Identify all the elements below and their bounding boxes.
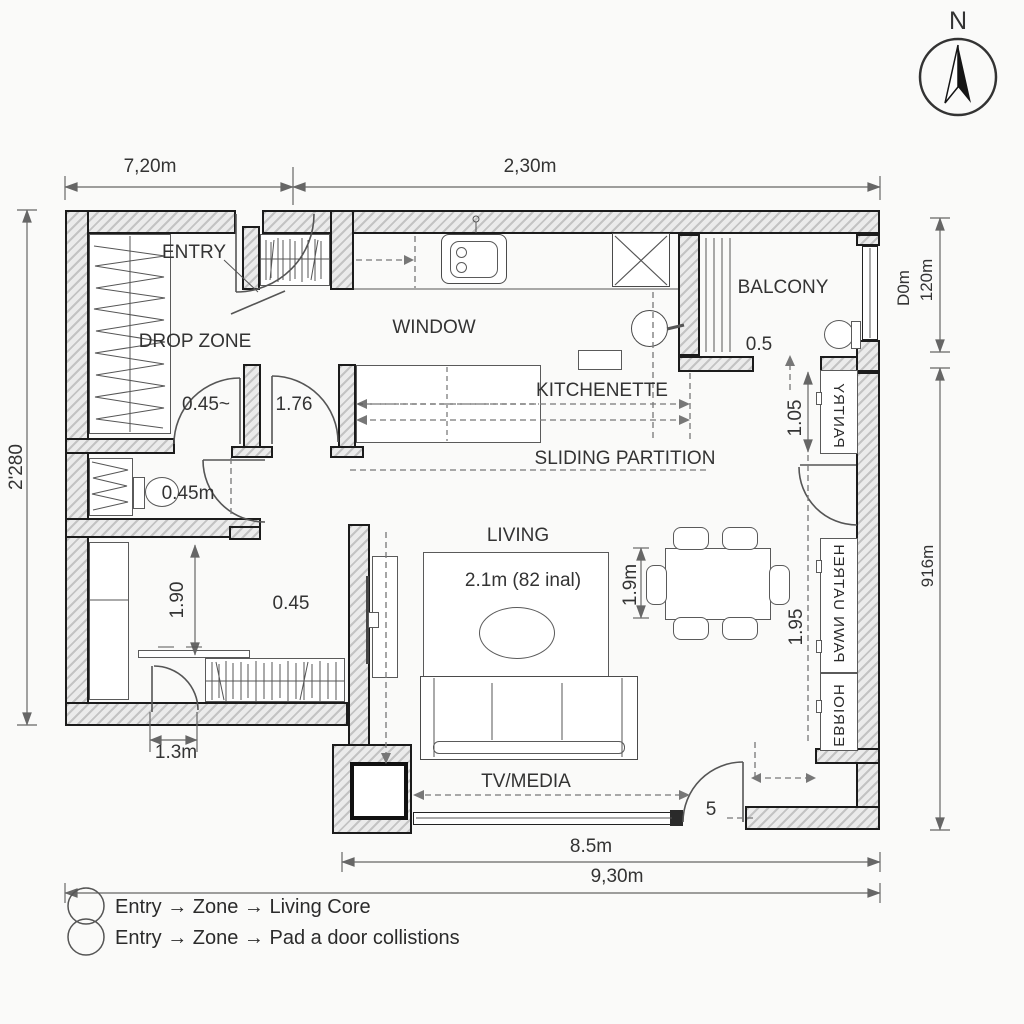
balcony-toilet-tank (851, 321, 861, 349)
room-kitchenette: KITCHENETTE (536, 380, 668, 401)
dim-bottom-inner: 8.5m (569, 836, 613, 857)
dining-chair-right (769, 565, 790, 605)
meas-closet-door: 1.3m (154, 742, 198, 763)
wc-toilet-bowl (145, 477, 179, 507)
dim-right-balcony-inner: D0m (894, 270, 913, 306)
wall-bottom-left-room (65, 702, 348, 726)
wall-top-right (262, 210, 880, 234)
wall-island-stub-foot (330, 446, 364, 458)
wall-island-stub (338, 364, 356, 448)
dim-bottom-outer: 9,30m (590, 866, 644, 887)
lowleft-counter (89, 542, 129, 700)
wall-top-left (65, 210, 236, 234)
dim-top-right: 2,30m (503, 156, 557, 177)
tv-mount (368, 612, 379, 628)
balcony-window (862, 246, 878, 340)
cabinet-tick-1 (816, 392, 822, 405)
meas-balcony-depth: 0.5 (745, 334, 773, 355)
wall-coat-closet-left (242, 226, 260, 290)
cabinet-right-upper-label: PAWN UATREH (830, 543, 847, 663)
bottom-window (413, 812, 675, 825)
lowleft-wardrobe (205, 658, 345, 702)
coat-closet (260, 234, 330, 286)
dishwasher (578, 350, 622, 370)
room-tv-media: TV/MEDIA (481, 771, 571, 792)
tv-panel (366, 576, 369, 664)
wall-left (65, 210, 89, 726)
legend-item-1: Entry → Zone → Living Core (115, 896, 371, 918)
sofa-front-cushion (433, 741, 625, 754)
window-end-block (670, 810, 683, 826)
right-cabinet-upper (820, 538, 858, 673)
dining-chair-top-2 (722, 527, 758, 550)
north-label: N (948, 7, 968, 35)
cabinet-tick-3 (816, 640, 822, 653)
room-balcony: BALCONY (737, 277, 829, 298)
dim-right-balcony-outer: 120m (917, 258, 936, 302)
wall-hall-pier-foot (231, 446, 273, 458)
room-living: LIVING (486, 525, 550, 546)
wall-kitchen-left (330, 210, 354, 290)
wall-balcony-divider (678, 234, 700, 356)
dining-chair-bottom-2 (722, 617, 758, 640)
balcony-toilet-bowl (824, 320, 854, 349)
column-pillar (350, 762, 408, 820)
meas-entry-hall-door: 0.45~ (181, 394, 231, 415)
coffee-table (479, 607, 555, 659)
meas-door-swing: 5 (705, 799, 717, 820)
round-basin (631, 310, 668, 347)
dining-table (665, 548, 771, 620)
meas-dining-table: 1.9m (620, 563, 641, 607)
wall-wc-step (229, 526, 261, 540)
dining-chair-left (646, 565, 667, 605)
wall-dropzone-bottom (65, 438, 175, 454)
compass-rose (918, 37, 998, 117)
dim-top-left: 7,20m (123, 156, 177, 177)
room-entry: ENTRY (161, 242, 227, 263)
meas-cabinet-run: 1.95 (786, 608, 807, 646)
kitchen-sink-basin (450, 241, 498, 278)
cabinet-tick-4 (816, 700, 822, 713)
wall-right-top-corner (856, 234, 880, 246)
dining-chair-top-1 (673, 527, 709, 550)
wall-balcony-bottom-left (678, 356, 754, 372)
sink-knob-2 (456, 262, 467, 273)
cabinet-right-lower-label: EBRIOH (830, 683, 847, 747)
meas-wc-door: 0.45m (161, 483, 215, 504)
cabinet-pantry-label: PANTRY (830, 382, 847, 448)
meas-pantry-width: 1.05 (785, 399, 806, 437)
wc-closet (89, 458, 133, 516)
stove (612, 233, 670, 287)
legend-item-2: Entry → Zone → Pad a door collistions (115, 927, 460, 949)
room-drop-zone: DROP ZONE (138, 331, 252, 352)
legend-circles (67, 887, 105, 956)
lowleft-shelf (138, 650, 250, 658)
wall-bottom-right (745, 806, 880, 830)
room-window: WINDOW (392, 317, 476, 338)
dim-right-side: 916m (918, 544, 937, 588)
meas-wardrobe-depth: 0.45 (272, 593, 310, 614)
dining-chair-bottom-1 (673, 617, 709, 640)
cabinet-tick-2 (816, 560, 822, 573)
kitchen-island (356, 365, 541, 443)
meas-rug: 2.1m (82 inal) (464, 570, 582, 591)
dim-left-side: 2'280 (6, 444, 27, 490)
sink-knob-1 (456, 247, 467, 258)
meas-closet-clearance: 1.90 (167, 581, 188, 619)
room-sliding-partition: SLIDING PARTITION (534, 448, 716, 469)
wc-toilet-tank (133, 477, 145, 509)
meas-hall-door: 1.76 (275, 394, 313, 415)
pantry-cabinet (820, 370, 858, 454)
